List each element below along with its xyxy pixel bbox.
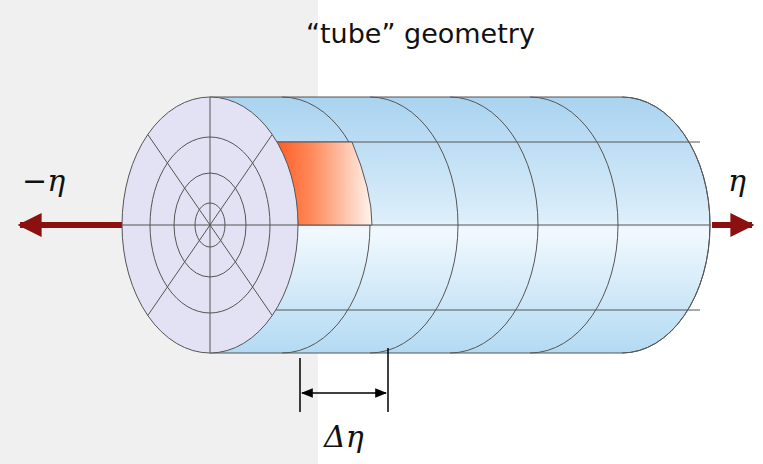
axis-arrow	[712, 222, 752, 228]
axis-label: η	[728, 163, 746, 198]
axis-label: Δη	[324, 419, 364, 454]
title: “tube” geometry	[306, 18, 535, 49]
end-cap	[122, 97, 298, 353]
grey-panel	[0, 0, 318, 464]
delta-eta-dimension	[300, 348, 388, 412]
axis-label: −η	[22, 163, 65, 198]
tube-body	[210, 97, 710, 353]
